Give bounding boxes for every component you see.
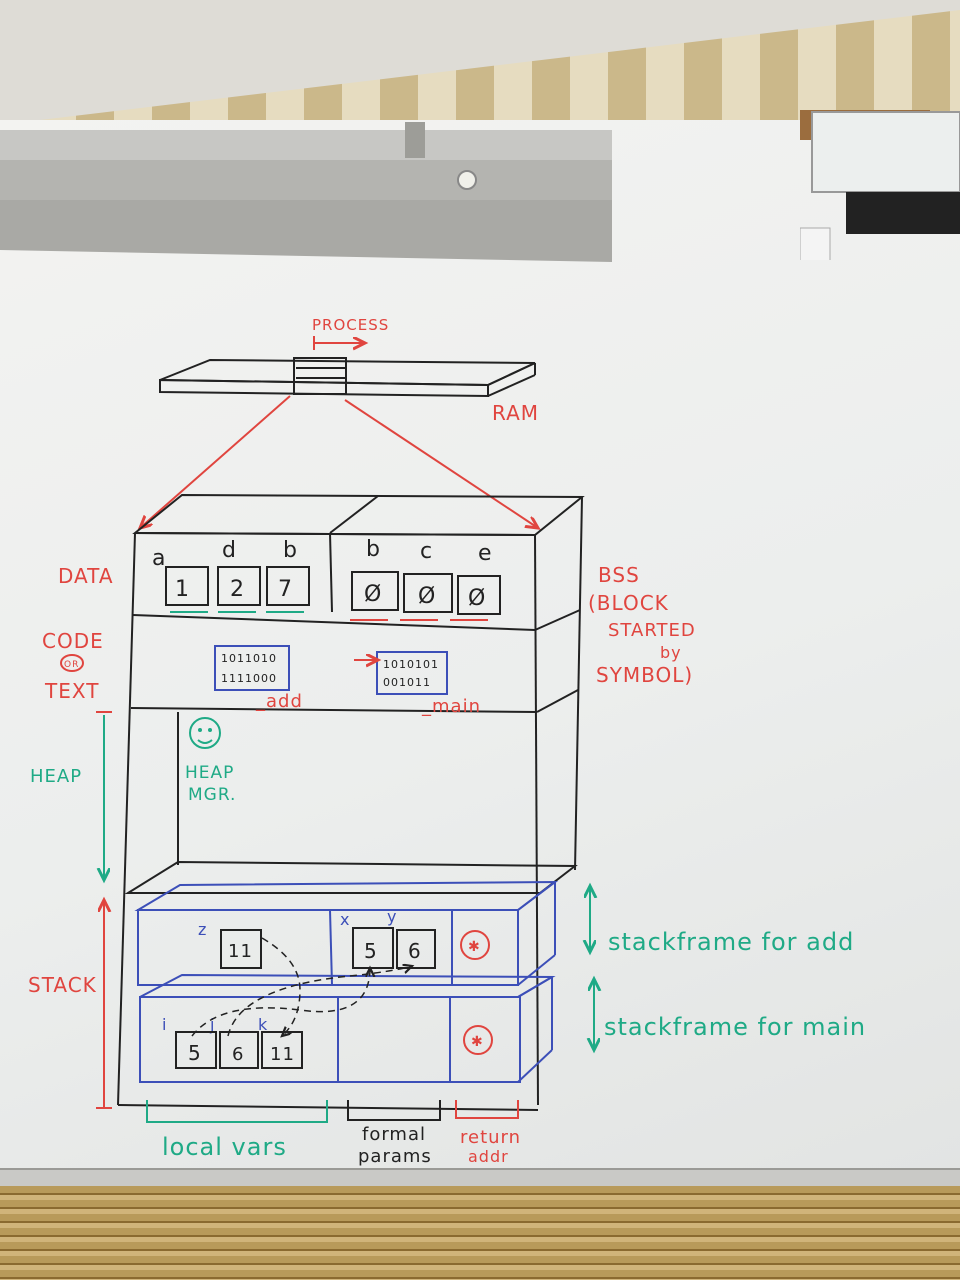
return-addr-label: addr [468,1147,509,1166]
code-segment-label: CODE [42,629,104,653]
formal-params-label: formal [362,1124,426,1145]
process-label: PROCESS [312,316,389,334]
return-addr-label: return [460,1127,521,1148]
bss-description: (BLOCK [588,591,669,615]
formal-params-bracket [347,1100,441,1121]
var-value: 11 [270,1044,295,1065]
or-label: OR [64,660,79,670]
face-icon [189,717,221,749]
whiteboard [0,120,960,1180]
fn-add-label: _add [255,691,303,712]
bss-var-boxes: b c e Ø Ø Ø [350,537,501,621]
ceiling [0,0,960,120]
return-address-icon [463,1025,493,1055]
stackframe-add-label: stackframe for add [608,928,854,956]
expand-arrow-right [344,399,538,528]
code-add-block: 1011010 1111000 _add [214,645,303,712]
var-value: 5 [364,939,378,963]
fn-main-label: _main [421,696,481,717]
code-line: 1111000 [221,672,277,685]
var-value: 5 [188,1041,202,1065]
data-var-name: a [152,546,166,571]
var-name: z [198,920,207,939]
heap-mgr-label: HEAP [185,763,234,783]
data-var-value: 2 [230,577,245,602]
bss-var-name: b [366,537,381,562]
expand-arrow-left [140,395,291,528]
data-var-name: b [283,538,298,563]
var-name: k [258,1015,268,1034]
stack-segment-label: STACK [28,973,97,997]
ram-bar [159,357,536,398]
board-frame [0,1168,960,1188]
data-var-value: 1 [175,577,190,602]
asterisk-icon: ✱ [468,939,480,955]
heap-manager: HEAP MGR. [185,717,236,805]
stack-frame-boxes [134,880,559,1083]
data-segment-label: DATA [58,564,114,588]
bss-description: by [660,643,682,662]
bss-description: SYMBOL) [596,663,693,687]
return-addr-bracket [455,1100,519,1119]
main-frame-contents: i j k 5 6 11 ✱ [162,1015,493,1069]
code-line: 1011010 [221,652,277,665]
data-var-name: d [222,538,237,563]
heap-mgr-label: MGR. [188,785,236,805]
ceiling-light-fixture [0,122,612,262]
add-frame-contents: z 11 x y 5 6 ✱ [198,907,490,969]
window-blinds [0,1186,960,1280]
text-segment-label: TEXT [44,679,99,703]
return-address-icon [460,930,490,960]
code-line: 001011 [383,676,431,689]
code-main-block: 1010101 001011 _main [354,651,481,717]
var-value: 6 [232,1044,244,1065]
local-vars-label: local vars [162,1133,287,1161]
projector-screen-housing [800,110,960,260]
heap-segment-label: HEAP [30,766,82,787]
bss-segment-label: BSS [598,563,640,587]
bss-description: STARTED [608,620,696,641]
var-name: y [387,907,397,926]
stackframe-main-label: stackframe for main [604,1013,866,1041]
var-name: x [340,910,350,929]
local-vars-bracket [146,1100,328,1123]
bss-var-value: Ø [418,584,436,609]
asterisk-icon: ✱ [471,1034,483,1050]
var-name: j [209,1015,215,1034]
data-var-boxes: a d b 1 2 7 [152,538,310,613]
data-var-value: 7 [278,577,293,602]
bss-var-value: Ø [364,582,382,607]
ram-label: RAM [492,401,539,425]
var-name: i [162,1015,167,1034]
call-flow-arrow [227,966,412,1037]
call-flow-arrow [191,968,370,1037]
bss-var-name: c [420,539,433,564]
var-value: 6 [408,939,422,963]
bss-var-name: e [478,541,493,566]
code-line: 1010101 [383,658,439,671]
var-value: 11 [228,941,253,962]
formal-params-label: params [358,1146,432,1167]
bss-var-value: Ø [468,586,486,611]
